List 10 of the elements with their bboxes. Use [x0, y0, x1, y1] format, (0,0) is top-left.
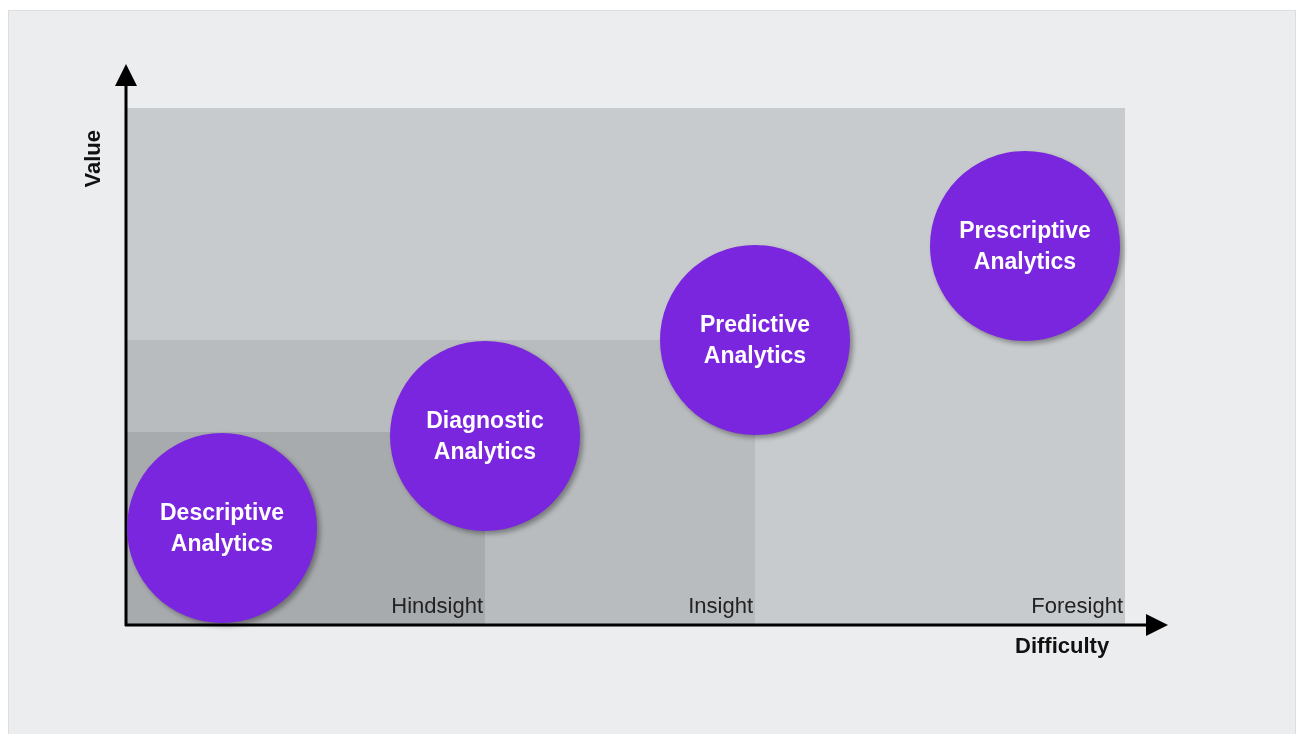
band-label: Hindsight [391, 595, 483, 617]
band-label: Insight [688, 595, 753, 617]
axis-label: Value [80, 130, 106, 188]
axis-label: Difficulty [1015, 633, 1110, 659]
analytics-circle: Diagnostic Analytics [390, 341, 580, 531]
band [127, 108, 1125, 625]
analytics-circle: Descriptive Analytics [127, 433, 317, 623]
analytics-circle: Predictive Analytics [660, 245, 850, 435]
analytics-circle: Prescriptive Analytics [930, 151, 1120, 341]
band-label: Foresight [1031, 595, 1123, 617]
